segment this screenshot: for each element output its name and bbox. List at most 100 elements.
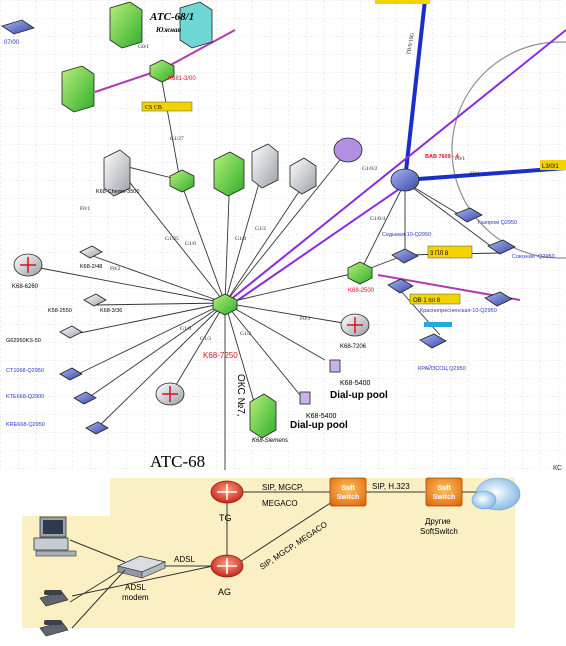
switch-node <box>1 19 35 35</box>
green-box-node <box>169 151 245 197</box>
svg-text:G1/3: G1/3 <box>200 336 211 342</box>
svg-text:Газпром Q2950: Газпром Q2950 <box>478 220 517 226</box>
node-label: K68-7206 <box>340 344 367 350</box>
edge-tag: КС <box>553 465 562 472</box>
protocol-label-ss: SIP, H.323 <box>372 482 410 491</box>
svg-text:Краснопресненская-10-Q2950: Краснопресненская-10-Q2950 <box>420 308 497 314</box>
left-switches <box>59 245 109 435</box>
svg-text:F0/1: F0/1 <box>455 156 465 162</box>
node-label: K68-2500 <box>348 288 375 294</box>
yellow-bar-text: CS CB <box>145 105 162 111</box>
lower-panel <box>22 478 515 628</box>
svg-text:K68-2/48: K68-2/48 <box>80 264 102 270</box>
siemens-switch <box>249 393 277 439</box>
dialup-pool-label: Dial-up pool <box>330 390 388 401</box>
svg-text:G1/2: G1/2 <box>240 331 251 337</box>
node-label: K68-Siemens <box>252 438 288 444</box>
switch-node <box>347 261 373 285</box>
blue-switch-cluster <box>387 207 516 349</box>
core-router <box>390 168 420 192</box>
switch-node <box>149 59 175 83</box>
node-label: K68-5400 <box>340 380 370 387</box>
node-label: 07/00 <box>4 40 20 46</box>
yellow-box <box>427 245 473 259</box>
purple-link-1 <box>229 29 566 301</box>
yellow-box-text: 3 ПЛ 8 <box>430 251 449 257</box>
svg-text:G1/4: G1/4 <box>235 236 246 242</box>
tg-router <box>210 480 244 504</box>
link-tags: G1/27 G1/25 G1/0 G1/4 G1/2 G1/3 G1/2 G1/… <box>80 32 480 342</box>
svg-text:G1/0/2: G1/0/2 <box>362 166 378 172</box>
svg-text:KRE668-Q2950: KRE668-Q2950 <box>6 422 45 428</box>
node-label: K68-6260 <box>12 284 39 290</box>
atc-68-label: АТС-68 <box>150 452 205 471</box>
left-notes: K58-2550 G62950KS-50 CT1068-Q2950 KTE668… <box>6 264 122 428</box>
protocol-label-tg: SIP, MGCP, <box>262 483 304 492</box>
grey-switch-node <box>103 143 317 197</box>
svg-text:Switch: Switch <box>433 494 456 501</box>
svg-text:K68-3/36: K68-3/36 <box>100 308 122 314</box>
green-tower-node <box>61 65 95 113</box>
svg-text:G62950KS-50: G62950KS-50 <box>6 338 41 344</box>
svg-text:G1/27: G1/27 <box>170 136 184 142</box>
tg-label: TG <box>219 513 232 523</box>
softswitch-2: Soft Switch <box>425 477 463 507</box>
telephone-icon <box>39 590 69 607</box>
ag-label: AG <box>218 587 231 597</box>
cyan-bar <box>424 322 452 327</box>
purple-link-3 <box>94 69 161 93</box>
svg-text:F0/1: F0/1 <box>470 171 480 177</box>
svg-text:F0/2: F0/2 <box>110 266 120 272</box>
svg-text:Союзная -Q2950: Союзная -Q2950 <box>512 254 555 260</box>
yellow-box <box>409 293 461 305</box>
svg-text:Switch: Switch <box>337 494 360 501</box>
purple-link-2 <box>237 184 406 301</box>
router-node <box>333 137 363 163</box>
atc-681-subtitle: Южная <box>155 26 181 34</box>
svg-text:G1/25: G1/25 <box>165 236 179 242</box>
svg-text:Soft: Soft <box>341 485 355 492</box>
phone-link <box>71 569 126 629</box>
yellow-tag-right-text: L3/0/1 <box>542 164 559 170</box>
other-softswitch-cloud <box>471 477 521 511</box>
backbone-link-right <box>404 166 566 182</box>
hub-label: K68-7250 <box>203 351 238 360</box>
other-softswitch-label-1: Другие <box>425 517 451 526</box>
node-label: K68-5400 <box>306 413 336 420</box>
svg-text:КРАЙЗСОЦ Q2950: КРАЙЗСОЦ Q2950 <box>418 364 466 372</box>
central-hub-switch <box>212 293 238 316</box>
adsl-modem-label-2: modem <box>122 593 149 602</box>
protocol-label-adsl: ADSL <box>174 555 195 564</box>
adsl-modem-icon <box>116 555 167 579</box>
blue-notes: Газпром Q2950 Седьмая-10-Q2950 Союзная -… <box>382 220 555 372</box>
computer-icon <box>33 516 77 557</box>
svg-text:G1/0: G1/0 <box>185 241 196 247</box>
svg-text:G1/0/4: G1/0/4 <box>370 216 386 222</box>
svg-text:F0/3: F0/3 <box>300 316 310 322</box>
telephone-icon <box>39 620 69 637</box>
svg-text:Soft: Soft <box>437 485 451 492</box>
router-node <box>340 313 370 337</box>
dialup-pool-label: Dial-up pool <box>290 420 348 431</box>
backbone-link-vertical <box>403 0 427 181</box>
node-label: K68-Chemo-3500 <box>96 189 139 195</box>
dialup-box-bottom <box>299 391 311 405</box>
svg-text:CT1068-Q2950: CT1068-Q2950 <box>6 368 44 374</box>
router-node <box>155 382 185 406</box>
dialup-box-top <box>329 359 341 373</box>
svg-text:G1/2: G1/2 <box>255 226 266 232</box>
red-code-label: K681-3/00 <box>168 76 196 82</box>
okc-label: ОКС №7, <box>235 374 246 417</box>
svg-text:G0/1: G0/1 <box>138 44 149 50</box>
yellow-box-text: ОВ 1 пл 8 <box>413 298 441 304</box>
red-tag: BAB 7609 - 4 <box>425 154 460 160</box>
top-yellow-tag <box>375 0 430 4</box>
yellow-bar <box>141 101 193 112</box>
ag-router <box>210 554 244 578</box>
svg-text:G1/0: G1/0 <box>180 326 191 332</box>
zone-circle-right <box>451 41 566 259</box>
svg-text:F0/1: F0/1 <box>80 206 90 212</box>
softswitch-1: Soft Switch <box>329 477 367 507</box>
svg-text:KTE668-Q2900: KTE668-Q2900 <box>6 394 44 400</box>
